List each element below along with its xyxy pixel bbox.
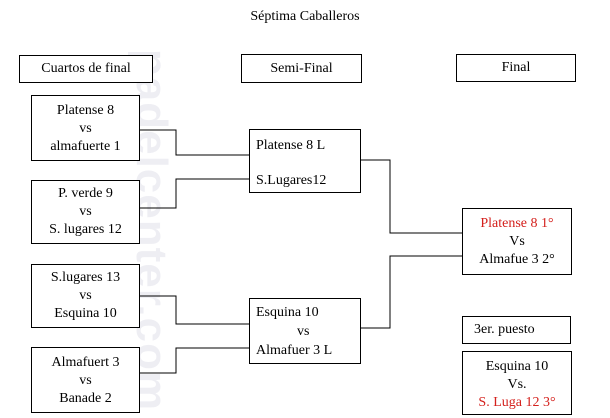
team-name: Banade 2 [59,391,112,406]
team-name: Esquina 10 [256,305,319,320]
connector-qf1-sf1 [139,129,249,156]
header-semifinals: Semi-Final [241,54,362,83]
vs-label: vs [79,121,92,136]
page-title: Séptima Caballeros [250,9,360,24]
connector-sf2-final [360,255,462,329]
semifinal-match-2: Esquina 10 vs Almafuer 3 L [249,298,361,364]
quarterfinal-match-4: Almafuert 3 vs Banade 2 [31,347,140,413]
connector-qf3-sf2 [139,295,249,325]
vs-label: vs [297,324,310,339]
team-name: Platense 8 [56,103,115,118]
team-name: S. lugares 12 [49,222,122,237]
team-name: Almafuert 3 [51,355,120,370]
header-final: Final [456,54,576,82]
vs-label: Vs [509,234,525,249]
connector-qf4-sf2 [139,347,249,374]
team-name: Almafuer 3 L [256,343,333,358]
team-name: Esquina 10 [54,306,117,321]
connector-qf2-sf1 [139,178,249,209]
team-name: Esquina 10 [485,359,549,374]
quarterfinal-match-1: Platense 8 vs almafuerte 1 [31,95,140,161]
vs-label: vs [79,373,92,388]
header-quarterfinals: Cuartos de final [19,55,153,83]
quarterfinal-match-2: P. verde 9 vs S. lugares 12 [31,180,140,244]
semifinal-match-1: Platense 8 L S.Lugares12 [249,129,361,193]
third-place-label: 3er. puesto [462,316,571,344]
third-place-match: Esquina 10 Vs. S. Luga 12 3° [462,351,572,415]
connector-sf1-final [360,159,462,234]
team-name-third: S. Luga 12 3° [478,395,556,410]
quarterfinal-match-3: S.lugares 13 vs Esquina 10 [31,264,140,328]
team-name: P. verde 9 [58,186,113,201]
team-name-winner: Platense 8 1° [480,216,554,231]
final-match: Platense 8 1° Vs Almafue 3 2° [462,208,572,275]
team-name: Platense 8 L [256,138,326,153]
vs-label: Vs. [507,377,527,392]
team-name: S.lugares 13 [50,270,121,285]
team-name: almafuerte 1 [50,139,121,154]
team-name: S.Lugares12 [256,173,327,188]
vs-label: vs [79,288,92,303]
vs-label: vs [79,204,92,219]
team-name: Almafue 3 2° [479,252,555,267]
